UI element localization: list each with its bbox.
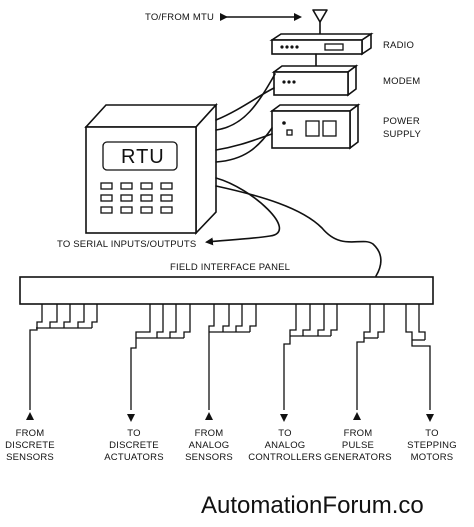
svg-text:ANALOG: ANALOG (265, 440, 306, 451)
svg-text:FROM: FROM (195, 428, 224, 439)
rtu-display-label: RTU (121, 146, 165, 168)
rtu-keypad (100, 182, 173, 214)
io-arrows (26, 412, 434, 422)
watermark-label: AutomationForum.co (201, 492, 424, 519)
svg-text:SENSORS: SENSORS (185, 452, 233, 463)
svg-text:PULSE: PULSE (342, 440, 374, 451)
device-cables (215, 73, 276, 163)
arrow-up-icon (26, 412, 34, 420)
output-label-stepping-motors: TO STEPPING MOTORS (407, 428, 457, 463)
modem-unit: MODEM (271, 64, 420, 97)
svg-text:TO: TO (425, 428, 438, 439)
svg-text:DISCRETE: DISCRETE (109, 440, 159, 451)
serial-io-link: TO SERIAL INPUTS/OUTPUTS (57, 177, 281, 250)
svg-text:ACTUATORS: ACTUATORS (104, 452, 164, 463)
arrow-down-icon (127, 414, 135, 422)
arrow-up-icon (353, 412, 361, 420)
svg-text:MOTORS: MOTORS (411, 452, 454, 463)
svg-text:ANALOG: ANALOG (189, 440, 230, 451)
antenna-icon (312, 9, 328, 37)
svg-text:CONTROLLERS: CONTROLLERS (248, 452, 321, 463)
svg-text:TO: TO (127, 428, 140, 439)
mtu-link-label: TO/FROM MTU (145, 12, 214, 23)
power-supply-label-line2: SUPPLY (383, 129, 421, 140)
output-label-analog-controllers: TO ANALOG CONTROLLERS (248, 428, 321, 463)
svg-text:SENSORS: SENSORS (6, 452, 54, 463)
terminal-wires (29, 304, 431, 410)
panel-cable (215, 185, 382, 277)
panel-label: FIELD INTERFACE PANEL (170, 262, 290, 273)
field-interface-panel: FIELD INTERFACE PANEL (19, 262, 434, 305)
arrow-up-icon (205, 412, 213, 420)
output-label-discrete-actuators: TO DISCRETE ACTUATORS (104, 428, 164, 463)
power-supply-label-line1: POWER (383, 116, 420, 127)
rtu-unit: RTU (84, 102, 218, 235)
radio-label: RADIO (383, 40, 414, 51)
serial-io-label: TO SERIAL INPUTS/OUTPUTS (57, 239, 196, 250)
power-supply-unit: POWER SUPPLY (269, 103, 421, 150)
svg-text:DISCRETE: DISCRETE (5, 440, 55, 451)
arrow-down-icon (426, 414, 434, 422)
arrow-down-icon (280, 414, 288, 422)
svg-text:GENERATORS: GENERATORS (324, 452, 392, 463)
output-label-pulse-generators: FROM PULSE GENERATORS (324, 428, 392, 463)
mtu-link: TO/FROM MTU (145, 12, 302, 23)
svg-text:STEPPING: STEPPING (407, 440, 457, 451)
svg-text:FROM: FROM (344, 428, 373, 439)
svg-text:TO: TO (278, 428, 291, 439)
radio-unit: RADIO (269, 32, 414, 56)
output-label-analog-sensors: FROM ANALOG SENSORS (185, 428, 233, 463)
output-label-discrete-sensors: FROM DISCRETE SENSORS (5, 428, 55, 463)
svg-text:FROM: FROM (16, 428, 45, 439)
modem-label: MODEM (383, 76, 420, 87)
